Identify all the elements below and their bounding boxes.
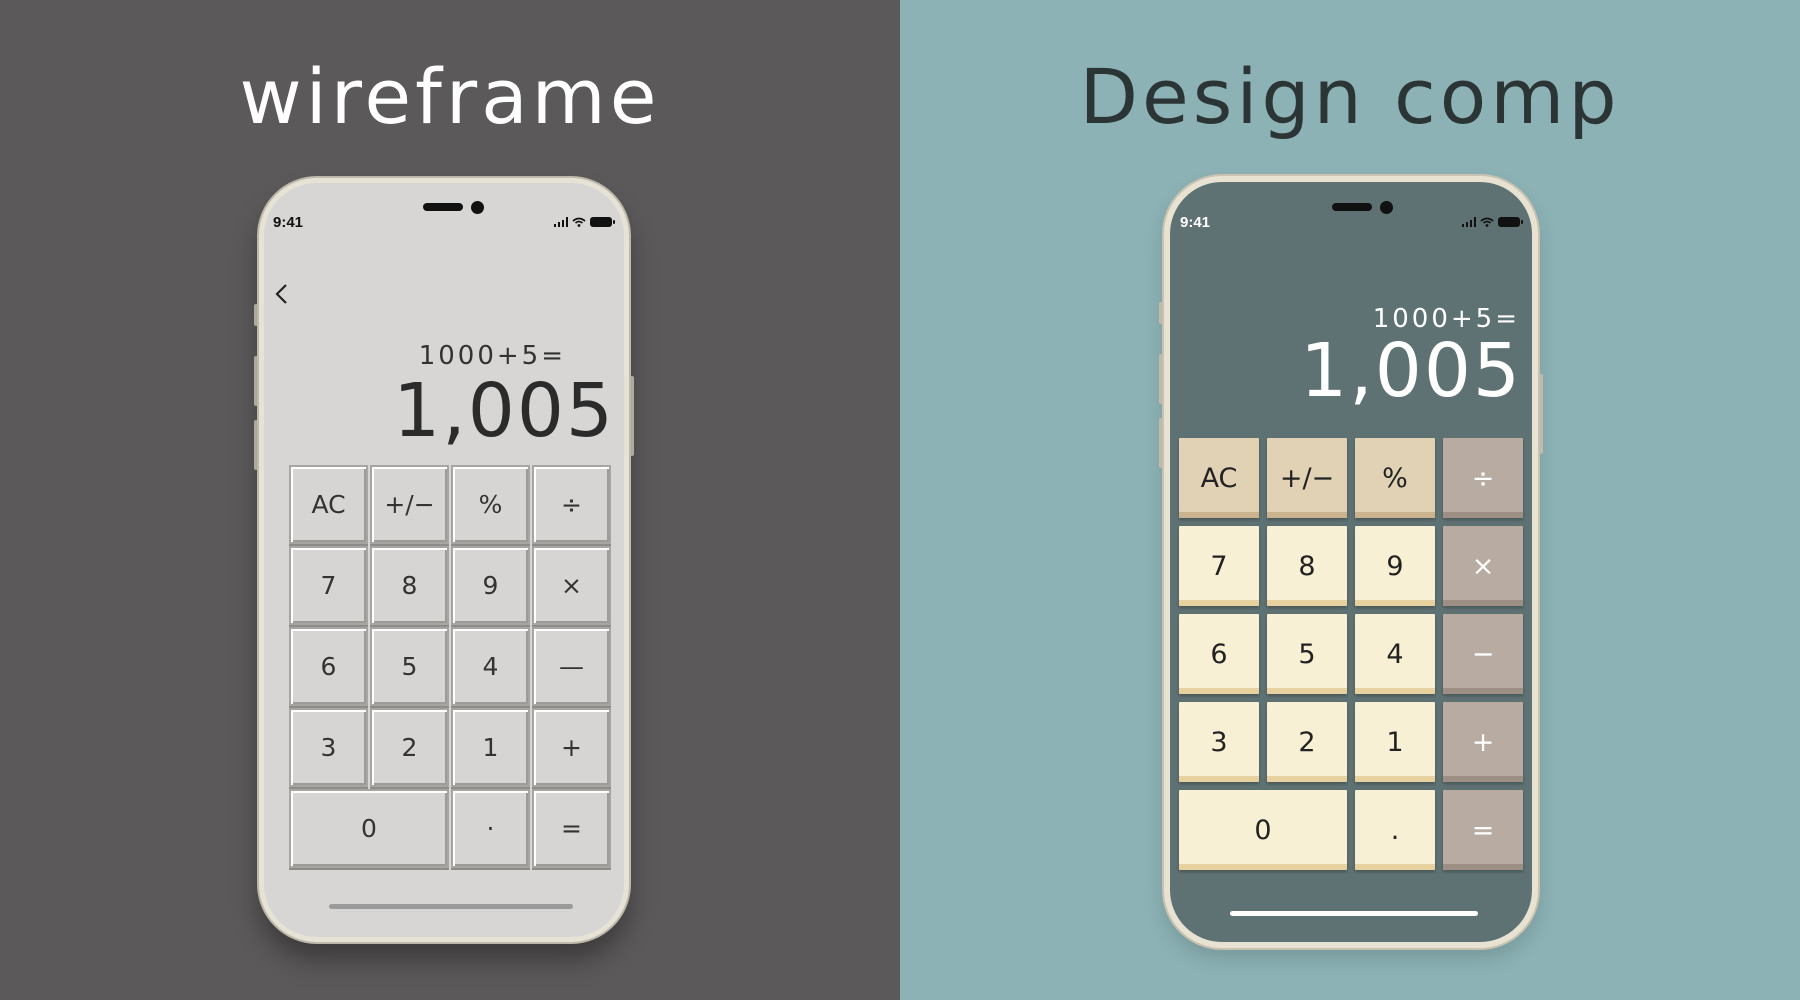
back-chevron-icon[interactable] xyxy=(274,283,290,305)
side-button xyxy=(1159,354,1164,404)
battery-icon xyxy=(590,217,615,227)
key-4[interactable]: 4 xyxy=(451,627,530,706)
key-9[interactable]: 9 xyxy=(451,546,530,625)
key-minus[interactable]: — xyxy=(532,627,611,706)
side-button xyxy=(1538,374,1543,454)
key-divide[interactable]: ÷ xyxy=(1443,438,1523,518)
key-6[interactable]: 6 xyxy=(1179,614,1259,694)
key-plus-minus[interactable]: +/− xyxy=(1267,438,1347,518)
key-percent[interactable]: % xyxy=(1355,438,1435,518)
home-indicator xyxy=(1230,911,1478,916)
key-2[interactable]: 2 xyxy=(1267,702,1347,782)
side-button xyxy=(254,420,259,470)
status-time: 9:41 xyxy=(1180,214,1211,231)
key-4[interactable]: 4 xyxy=(1355,614,1435,694)
side-button xyxy=(629,376,634,456)
key-equals[interactable]: = xyxy=(1443,790,1523,870)
key-8[interactable]: 8 xyxy=(370,546,449,625)
key-7[interactable]: 7 xyxy=(1179,526,1259,606)
key-5[interactable]: 5 xyxy=(370,627,449,706)
camera-icon xyxy=(1380,201,1393,214)
status-icons xyxy=(553,217,615,227)
design-title: Design comp xyxy=(1079,52,1621,141)
key-2[interactable]: 2 xyxy=(370,708,449,787)
key-1[interactable]: 1 xyxy=(1355,702,1435,782)
battery-icon xyxy=(1498,217,1523,227)
key-multiply[interactable]: × xyxy=(532,546,611,625)
key-3[interactable]: 3 xyxy=(1179,702,1259,782)
side-button xyxy=(254,304,259,326)
key-decimal[interactable]: . xyxy=(1355,790,1435,870)
side-button xyxy=(1159,418,1164,468)
key-7[interactable]: 7 xyxy=(289,546,368,625)
key-ac[interactable]: AC xyxy=(289,465,368,544)
camera-icon xyxy=(471,201,484,214)
side-button xyxy=(1159,302,1164,324)
speaker-grille xyxy=(1332,203,1372,211)
key-9[interactable]: 9 xyxy=(1355,526,1435,606)
signal-icon xyxy=(553,217,568,227)
key-percent[interactable]: % xyxy=(451,465,530,544)
side-button xyxy=(254,356,259,406)
result-display: 1,005 xyxy=(393,368,615,454)
status-time: 9:41 xyxy=(273,214,304,231)
key-5[interactable]: 5 xyxy=(1267,614,1347,694)
key-ac[interactable]: AC xyxy=(1179,438,1259,518)
home-indicator xyxy=(329,904,573,909)
key-multiply[interactable]: × xyxy=(1443,526,1523,606)
key-6[interactable]: 6 xyxy=(289,627,368,706)
key-divide[interactable]: ÷ xyxy=(532,465,611,544)
key-plus[interactable]: + xyxy=(1443,702,1523,782)
key-1[interactable]: 1 xyxy=(451,708,530,787)
key-plus-minus[interactable]: +/− xyxy=(370,465,449,544)
key-0[interactable]: 0 xyxy=(289,789,449,868)
key-decimal[interactable]: · xyxy=(451,789,530,868)
key-0[interactable]: 0 xyxy=(1179,790,1347,870)
wireframe-title: wireframe xyxy=(239,52,661,141)
key-minus[interactable]: − xyxy=(1443,614,1523,694)
speaker-grille xyxy=(423,203,463,211)
status-icons xyxy=(1461,217,1523,227)
key-3[interactable]: 3 xyxy=(289,708,368,787)
key-equals[interactable]: = xyxy=(532,789,611,868)
wifi-icon xyxy=(572,217,586,227)
wifi-icon xyxy=(1480,217,1494,227)
signal-icon xyxy=(1461,217,1476,227)
key-plus[interactable]: + xyxy=(532,708,611,787)
result-display: 1,005 xyxy=(1300,328,1522,414)
expression-display: 1000+5= xyxy=(1372,304,1520,334)
expression-display: 1000+5= xyxy=(418,341,566,371)
key-8[interactable]: 8 xyxy=(1267,526,1347,606)
